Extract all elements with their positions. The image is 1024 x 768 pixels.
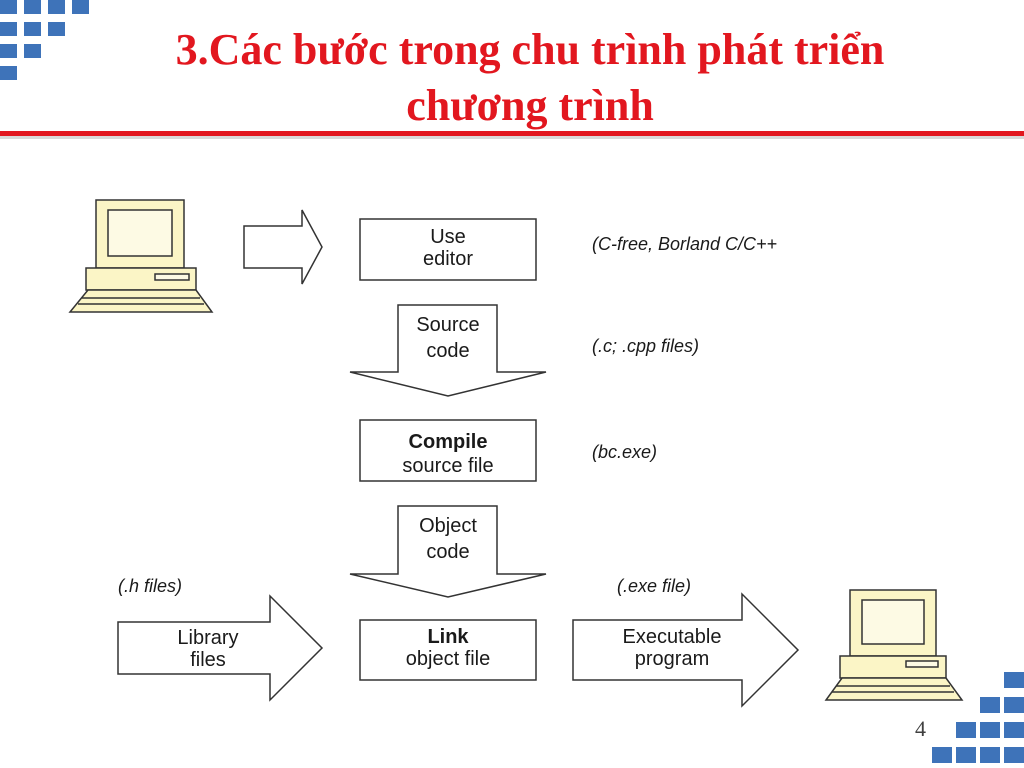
- object-code-arrow: Object code: [349, 505, 547, 598]
- top-left-squares-decoration: [0, 0, 89, 80]
- library-files-arrow: Library files: [117, 594, 324, 702]
- source-arrow-line1: Source: [416, 314, 479, 336]
- slide-title-line2: chương trình: [406, 81, 654, 130]
- compile-box-line2: source file: [402, 455, 493, 477]
- page-number: 4: [915, 716, 926, 741]
- source-code-arrow: Source code: [349, 304, 547, 397]
- link-box: Link object file: [359, 619, 537, 681]
- executable-program-arrow: Executable program: [572, 592, 800, 708]
- executable-arrow-line2: program: [635, 648, 709, 670]
- library-arrow-line1: Library: [177, 627, 238, 649]
- editor-box: Use editor: [359, 218, 537, 281]
- link-box-line2: object file: [406, 648, 491, 670]
- executable-arrow-line1: Executable: [623, 626, 722, 648]
- editor-note: (C-free, Borland C/C++: [592, 234, 777, 254]
- compile-box: Compile source file: [359, 419, 537, 482]
- slide-title: 3.Các bước trong chu trình phát triển ch…: [60, 22, 1000, 134]
- compile-note: (bc.exe): [592, 442, 657, 462]
- computer-icon-right: [824, 589, 964, 701]
- source-arrow-line2: code: [426, 340, 469, 362]
- slide-title-line1: 3.Các bước trong chu trình phát triển: [175, 25, 885, 74]
- editor-box-line1: Use: [430, 226, 466, 248]
- title-underline: [0, 131, 1024, 136]
- library-arrow-line2: files: [190, 649, 226, 671]
- source-note: (.c; .cpp files): [592, 336, 699, 356]
- computer-icon-left: [68, 199, 214, 313]
- library-note: (.h files): [118, 576, 182, 596]
- compile-box-line1: Compile: [409, 431, 488, 453]
- input-arrow: [243, 209, 323, 285]
- object-arrow-line1: Object: [419, 515, 477, 537]
- link-box-line1: Link: [427, 626, 469, 648]
- title-underline-shadow: [0, 136, 1024, 139]
- exe-note: (.exe file): [617, 576, 691, 596]
- bottom-right-squares-decoration: [932, 672, 1024, 763]
- editor-box-line2: editor: [423, 248, 473, 270]
- object-arrow-line2: code: [426, 541, 469, 563]
